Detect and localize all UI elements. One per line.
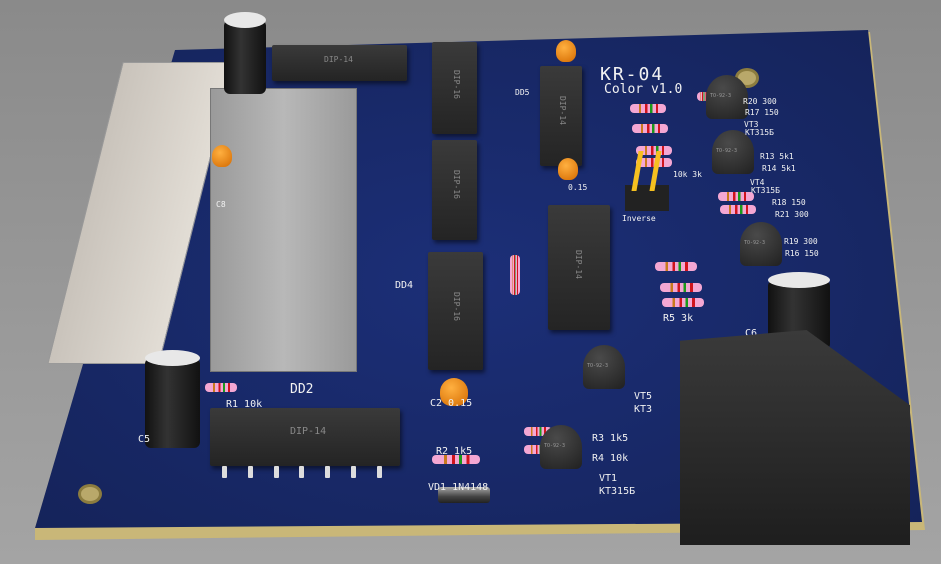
dip14-chip-top: DIP-14 bbox=[272, 45, 407, 81]
ceramic-capacitor bbox=[558, 158, 578, 180]
r20-label: R20 300 bbox=[743, 97, 777, 106]
board-title: KR-04 bbox=[600, 64, 665, 85]
r5-label: R5 3k bbox=[663, 313, 694, 324]
resistor bbox=[660, 283, 702, 292]
dd2-label: DD2 bbox=[290, 382, 314, 397]
r2-resistor bbox=[432, 455, 480, 464]
resistor bbox=[697, 92, 709, 101]
r13-label: R13 5k1 bbox=[760, 152, 794, 161]
chip-pins bbox=[222, 466, 382, 478]
package-label: TO-92-3 bbox=[744, 240, 766, 246]
dd4-label: DD4 bbox=[395, 280, 414, 291]
chip-package-label: DIP-16 bbox=[451, 170, 461, 199]
r1-label: R1 10k bbox=[226, 399, 263, 410]
chip-package-label: DIP-14 bbox=[573, 250, 583, 279]
cap-value-label: 0.15 bbox=[568, 183, 588, 192]
chip-package-label: DIP-16 bbox=[451, 70, 461, 99]
vt3-type: KT315Б bbox=[745, 128, 774, 137]
r4-label: R4 10k bbox=[592, 453, 629, 464]
vt4-type: KT315Б bbox=[751, 186, 780, 195]
c2-label: C2 0.15 bbox=[430, 398, 473, 409]
jumper-resistor-values: 10k 3k bbox=[673, 170, 702, 179]
chip-package-label: DIP-16 bbox=[451, 292, 461, 321]
c8-capacitor bbox=[212, 145, 232, 167]
r21-label: R21 300 bbox=[775, 210, 809, 219]
resistor bbox=[636, 146, 672, 155]
dip14-chip: DIP-14 bbox=[548, 205, 610, 330]
chip-package-label: DIP-14 bbox=[557, 96, 567, 125]
r17-label: R17 150 bbox=[745, 108, 779, 117]
package-label: TO-92-3 bbox=[710, 93, 732, 99]
dd5-label: DD5 bbox=[515, 88, 530, 97]
vt1-type: KT315Б bbox=[599, 486, 636, 497]
chip-package-label: DIP-14 bbox=[290, 426, 327, 437]
package-label: TO-92-3 bbox=[587, 363, 609, 369]
dip14-chip-bottom: DIP-14 bbox=[210, 408, 400, 466]
vt4-label: VT4 bbox=[750, 178, 765, 187]
board-subtitle: Color v1.0 bbox=[604, 82, 683, 97]
r16-label: R16 150 bbox=[785, 249, 819, 258]
dd5-chip: DIP-14 bbox=[540, 66, 582, 166]
r3-label: R3 1k5 bbox=[592, 433, 629, 444]
dd2-chip bbox=[210, 88, 357, 372]
r19-label: R19 300 bbox=[784, 237, 818, 246]
vt1-label: VT1 bbox=[599, 473, 618, 484]
c5-label: C5 bbox=[138, 434, 151, 445]
package-label: TO-92-3 bbox=[544, 443, 566, 449]
r5-resistor bbox=[662, 298, 704, 307]
ceramic-capacitor bbox=[556, 40, 576, 62]
vt5-transistor: TO-92-3 bbox=[583, 345, 625, 389]
resistor bbox=[632, 124, 668, 133]
vt5-type: KT3 bbox=[634, 404, 653, 415]
c6-label: C6 bbox=[745, 328, 758, 339]
r1-resistor bbox=[205, 383, 237, 392]
r3-resistor bbox=[524, 427, 552, 436]
c8-label: C8 bbox=[216, 200, 226, 209]
vt4-transistor: TO-92-3 bbox=[712, 130, 754, 174]
dip16-chip: DIP-16 bbox=[432, 42, 477, 134]
transistor: TO-92-3 bbox=[740, 222, 782, 266]
dd4-chip: DIP-16 bbox=[428, 252, 483, 370]
vt3-transistor: TO-92-3 bbox=[706, 75, 748, 119]
package-label: TO-92-3 bbox=[716, 148, 738, 154]
r4-resistor bbox=[524, 445, 552, 454]
resistor bbox=[655, 262, 697, 271]
r21-resistor bbox=[720, 205, 756, 214]
chip-package-label: DIP-14 bbox=[324, 55, 353, 64]
vt3-label: VT3 bbox=[744, 120, 759, 129]
c2-capacitor bbox=[440, 378, 468, 406]
mounting-hole bbox=[78, 484, 102, 504]
dip16-chip: DIP-16 bbox=[432, 140, 477, 240]
r2-label: R2 1k5 bbox=[436, 446, 473, 457]
c5-capacitor bbox=[145, 350, 200, 448]
electrolytic-capacitor bbox=[224, 12, 266, 94]
r18-label: R18 150 bbox=[772, 198, 806, 207]
vd1-label: VD1 1N4148 bbox=[428, 482, 489, 493]
inverse-jumper[interactable] bbox=[625, 151, 669, 211]
r18-resistor bbox=[718, 192, 754, 201]
vd1-diode bbox=[438, 487, 490, 503]
vt1-transistor: TO-92-3 bbox=[540, 425, 582, 469]
resistor bbox=[630, 104, 666, 113]
inverse-label: Inverse bbox=[622, 214, 656, 223]
resistor bbox=[510, 255, 520, 295]
vt5-label: VT5 bbox=[634, 391, 653, 402]
r14-label: R14 5k1 bbox=[762, 164, 796, 173]
